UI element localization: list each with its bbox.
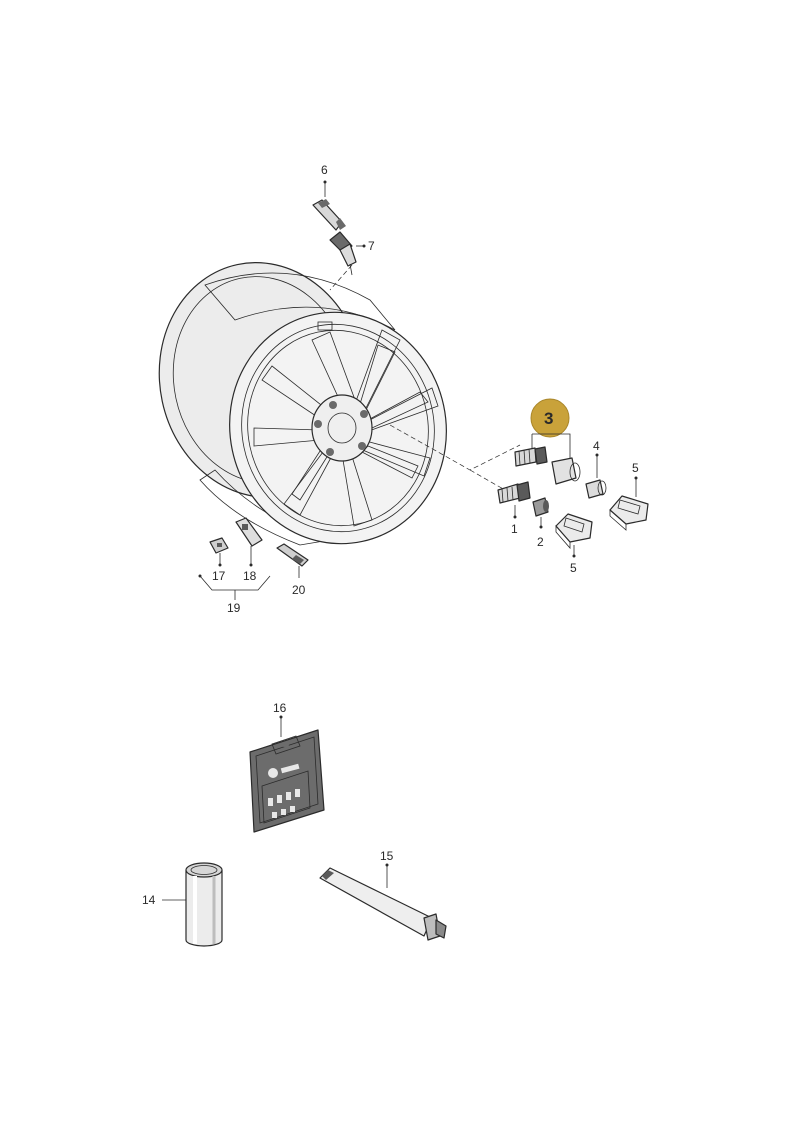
part-1-wheel-bolt[interactable]	[497, 481, 531, 504]
part-16-bolt-set-package[interactable]	[249, 729, 325, 833]
assembly-line-lower	[469, 469, 506, 491]
part-5-tool-upper[interactable]	[609, 495, 649, 531]
label-16: 16	[273, 701, 287, 715]
part-7-valve-insert[interactable]	[329, 231, 357, 276]
part-17-balance-weight[interactable]	[209, 537, 229, 554]
part-18-balance-weight[interactable]	[235, 517, 263, 547]
label-14: 14	[142, 893, 156, 907]
part-5-tool-lower[interactable]	[555, 513, 593, 550]
callout-3-highlight[interactable]: 3	[530, 398, 570, 438]
part-14-sleeve[interactable]	[185, 862, 223, 947]
part-20-balance-weight[interactable]	[276, 543, 309, 567]
label-4: 4	[593, 439, 600, 453]
label-7: 7	[368, 239, 375, 253]
label-19: 19	[227, 601, 241, 615]
label-20: 20	[292, 583, 306, 597]
part-3-adapter[interactable]	[551, 457, 581, 485]
label-2: 2	[537, 535, 544, 549]
label-5-lower: 5	[570, 561, 577, 575]
label-15: 15	[380, 849, 394, 863]
label-5-upper: 5	[632, 461, 639, 475]
part-2-bolt-cap[interactable]	[532, 497, 549, 517]
bracket-19	[199, 575, 271, 600]
label-17: 17	[212, 569, 226, 583]
callout-3-bracket	[531, 433, 571, 462]
part-4-cap[interactable]	[585, 479, 607, 499]
label-1: 1	[511, 522, 518, 536]
alloy-wheel[interactable]	[138, 243, 468, 564]
assembly-line-valve	[329, 264, 353, 291]
label-6: 6	[321, 163, 328, 177]
label-3: 3	[544, 409, 553, 428]
part-6-valve[interactable]	[312, 199, 346, 231]
part-3-anti-theft-bolt[interactable]	[514, 446, 548, 467]
part-15-grease-tube[interactable]	[319, 867, 447, 941]
label-18: 18	[243, 569, 257, 583]
